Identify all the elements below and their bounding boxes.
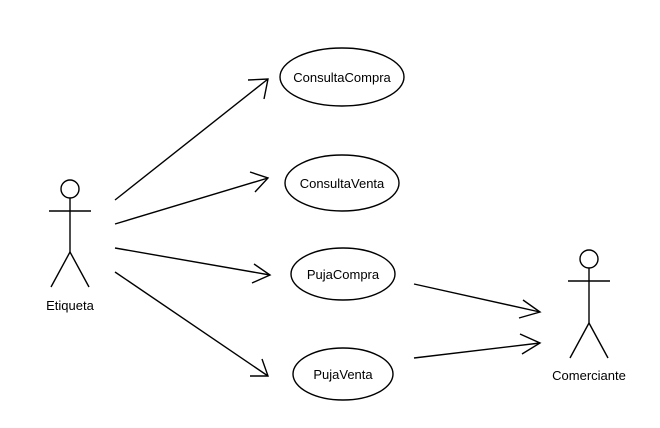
actor-label: Etiqueta [46,298,94,313]
use-case-puja-venta: PujaVenta [292,347,394,401]
actor-label: Comerciante [552,368,626,383]
stick-figure-icon [49,179,91,288]
actor-etiqueta: Etiqueta [46,179,95,313]
arrow-puja-compra-comerciante [413,283,542,319]
use-case-label: ConsultaCompra [293,70,391,85]
arrow-etiqueta-consulta-venta [114,171,270,225]
arrow-etiqueta-puja-venta [114,271,269,377]
stick-figure-icon [568,249,610,359]
arrow-etiqueta-consulta-compra [114,78,269,201]
arrow-etiqueta-puja-compra [114,247,272,284]
use-case-label: ConsultaVenta [300,176,385,191]
use-case-label: PujaVenta [313,367,373,382]
use-case-puja-compra: PujaCompra [290,247,396,301]
arrow-puja-venta-comerciante [413,333,542,359]
use-case-consulta-compra: ConsultaCompra [279,47,405,107]
use-case-label: PujaCompra [307,267,380,282]
associations [114,78,542,377]
actor-comerciante: Comerciante [552,249,626,383]
use-case-consulta-venta: ConsultaVenta [284,154,400,212]
